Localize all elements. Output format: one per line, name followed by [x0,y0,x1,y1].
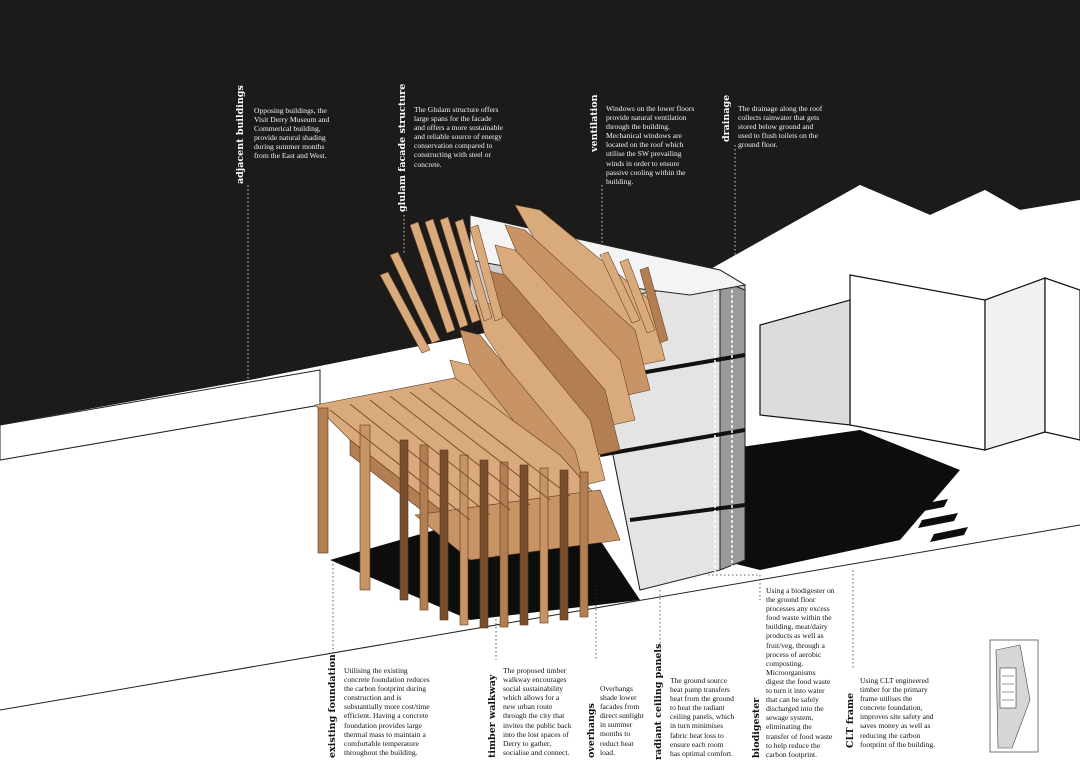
timber-walkway-title: timber walkway [487,674,498,758]
existing-foundation-text: Utilising the existing concrete foundati… [344,666,430,757]
adjacent-building-right [759,274,1080,451]
site-plan-inset [989,639,1039,753]
existing-foundation-title: existing foundation [327,654,338,758]
radiant-ceiling-text: The ground source heat pump transfers he… [670,676,735,758]
ventilation-text: Windows on the lower floors provide natu… [606,104,695,186]
walkway-slats [329,387,571,521]
ground-shadow-right [720,430,960,570]
biodigester-text: Using a biodigester on the ground floor … [766,586,835,759]
adjacent-buildings-text: Opposing buildings, the Visit Derry Muse… [254,106,330,161]
annotation-leaders [247,145,854,670]
shadow-stripes [896,486,968,542]
drainage-text: The drainage along the roof collects rai… [738,104,823,150]
glulam-facade-title: glulam facade structure [397,83,408,212]
timber-walkway [314,377,621,629]
adjacent-buildings-title: adjacent buildings [235,85,246,184]
glulam-facade-text: The Glulam structure offers large spans … [414,105,503,169]
overhangs-text: Overhangs shade lower facades from direc… [600,684,644,757]
timber-roof-fan [379,216,669,354]
ventilation-title: ventilation [589,94,600,152]
clt-frame-text: Using CLT engineered timber for the prim… [860,676,936,749]
timber-walkway-text: The proposed timber walkway encourages s… [503,666,572,757]
